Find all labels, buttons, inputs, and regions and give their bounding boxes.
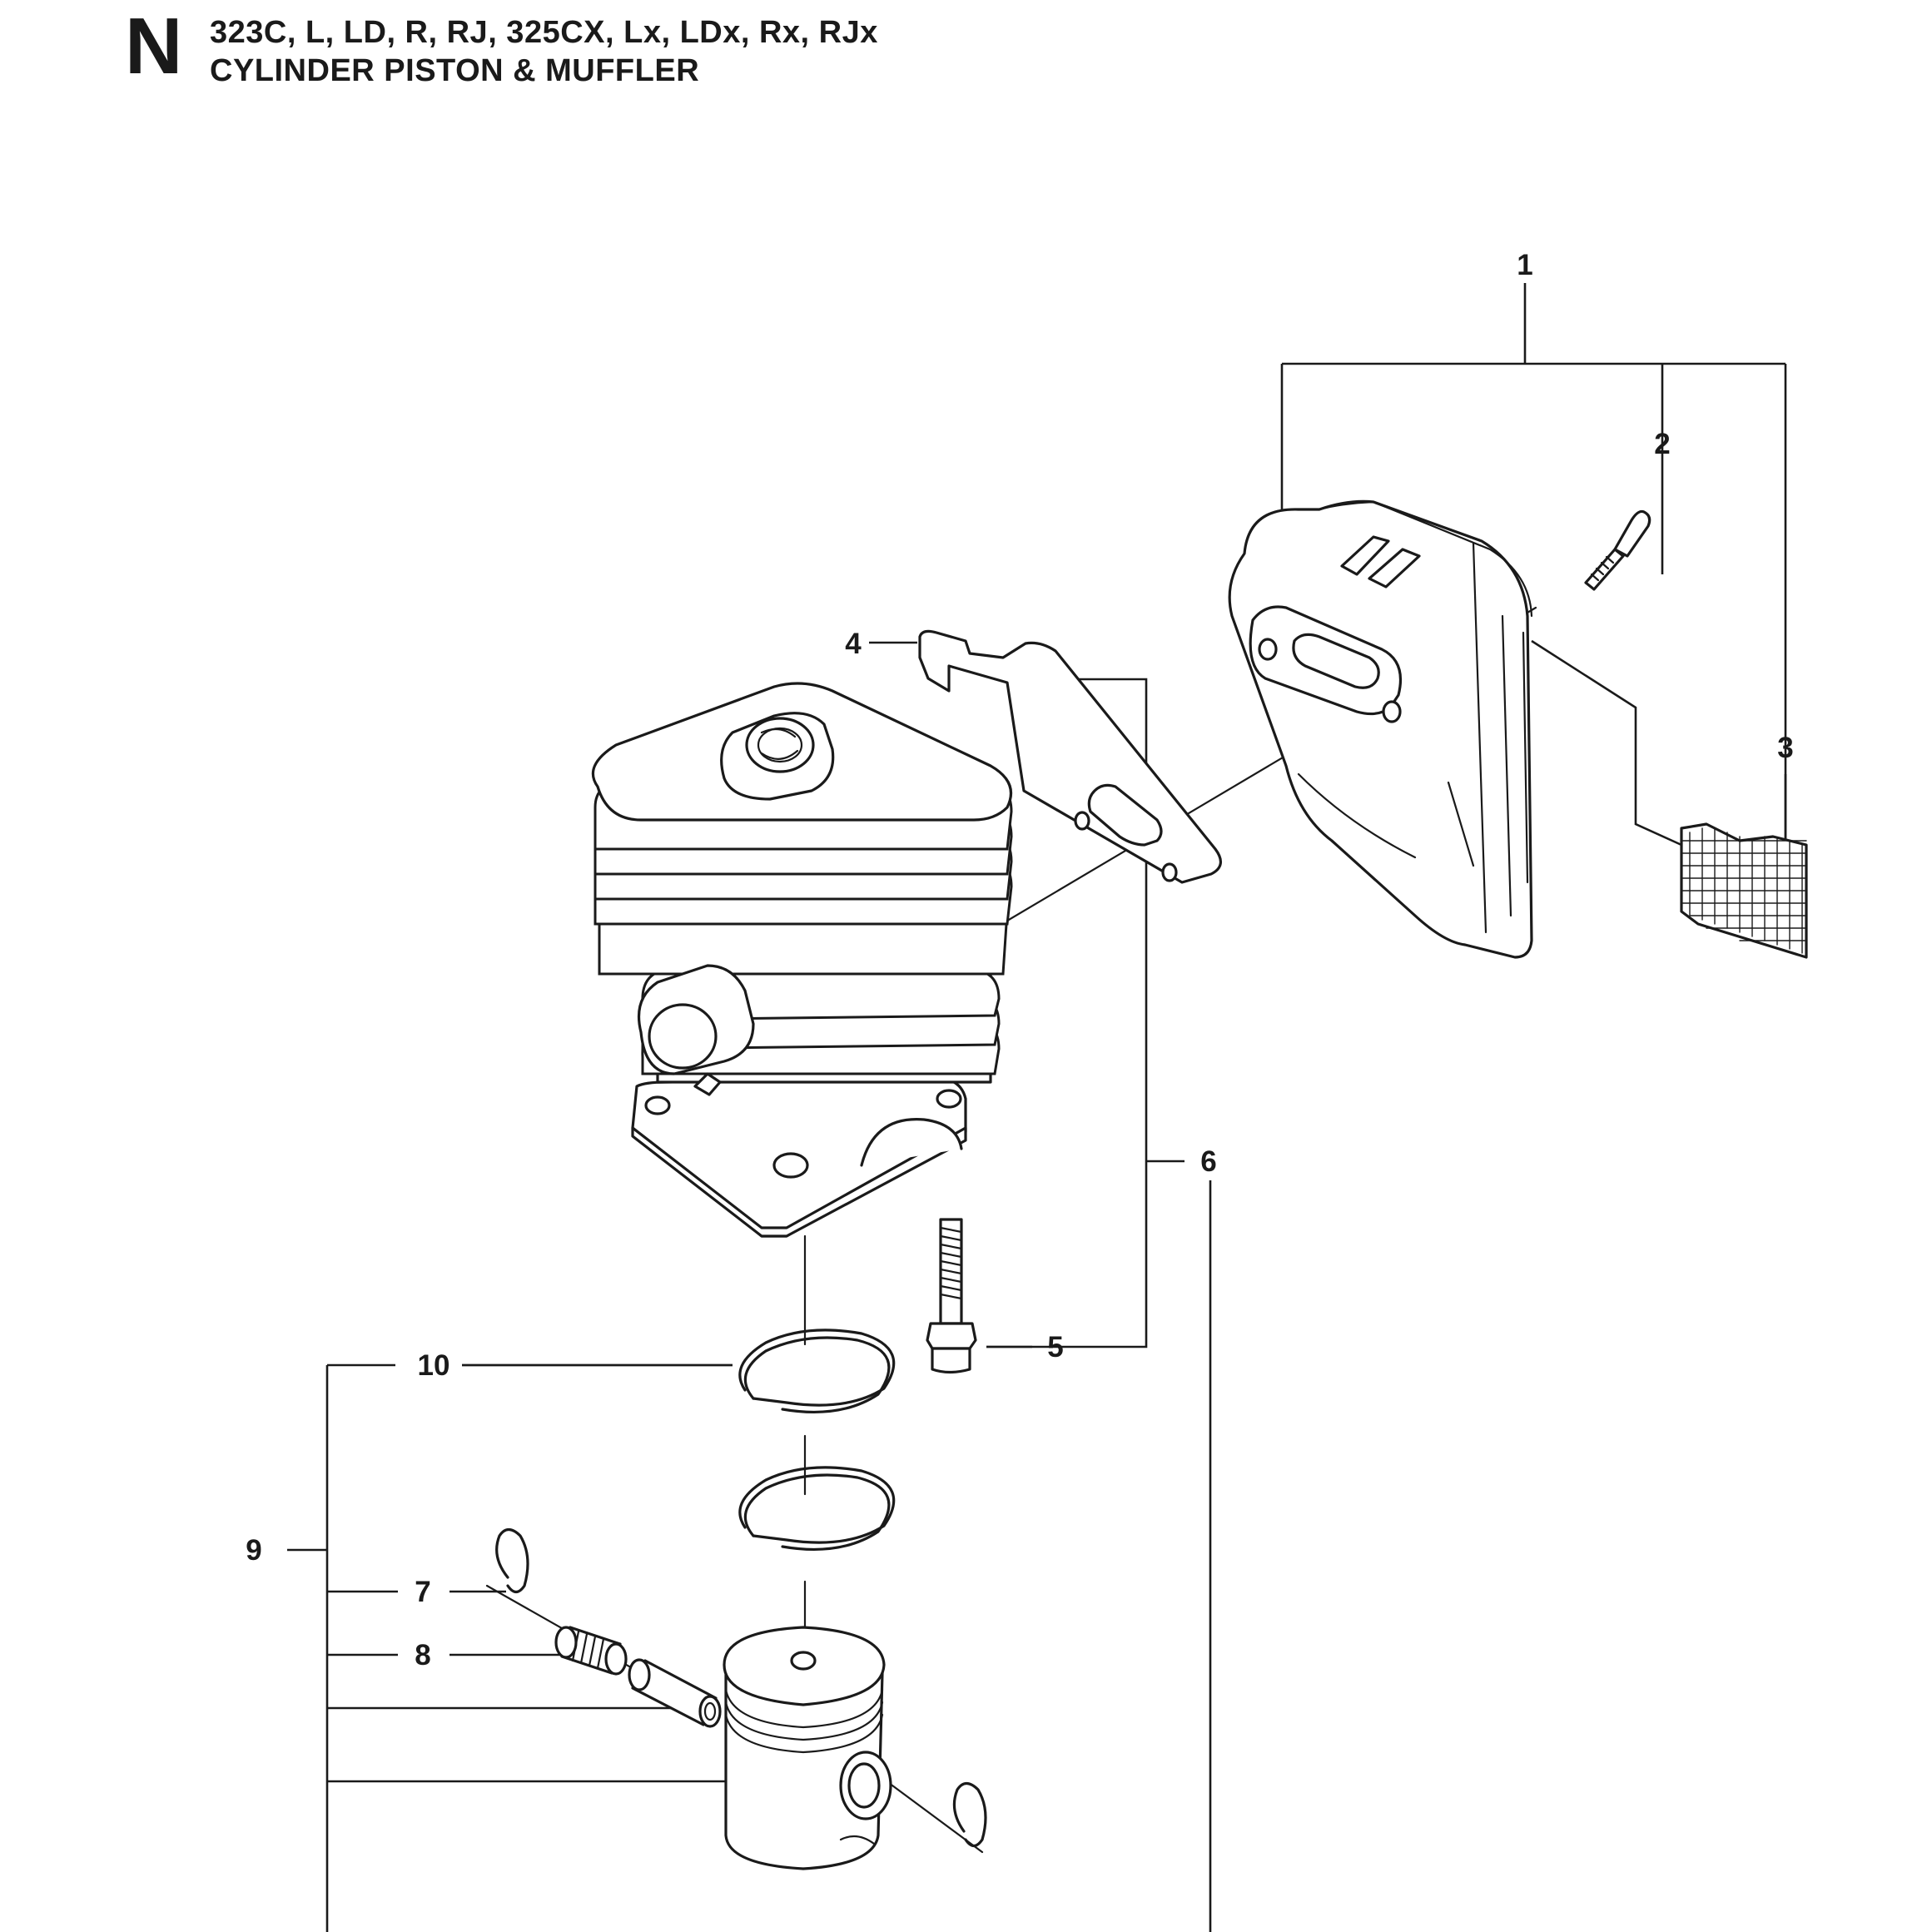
model-list: 323C, L, LD, R, RJ, 325CX, Lx, LDx, Rx, …: [210, 15, 878, 50]
callout-3: 3: [1777, 732, 1793, 764]
section-letter: N: [125, 2, 183, 91]
needle-bearing: [554, 1626, 628, 1676]
callout-9: 9: [246, 1534, 261, 1567]
callout-5: 5: [1047, 1331, 1063, 1363]
piston: [723, 1626, 892, 1870]
callout-1: 1: [1517, 249, 1532, 281]
piston-pin: [628, 1658, 722, 1728]
callout-labels: 1 2 3 4 5 6 7 8 9 10: [246, 249, 1793, 1671]
muffler-bolt: [1584, 509, 1651, 591]
cylinder: [591, 682, 1013, 1238]
muffler: [1228, 499, 1533, 959]
callout-4: 4: [845, 628, 862, 660]
callout-2: 2: [1654, 428, 1670, 460]
muffler-gasket-plate: [918, 629, 1222, 884]
callout-8: 8: [415, 1639, 430, 1671]
callout-7: 7: [415, 1576, 430, 1608]
cylinder-screw: [926, 1218, 977, 1374]
callout-6: 6: [1200, 1145, 1216, 1178]
diagram-title: CYLINDER PISTON & MUFFLER: [210, 53, 700, 88]
piston-rings: [738, 1329, 896, 1551]
leader-lines: [287, 283, 1787, 1932]
spark-arrestor-screen: [1680, 822, 1808, 959]
callout-10: 10: [418, 1349, 450, 1382]
piston-pin-circlips: [495, 1527, 987, 1848]
